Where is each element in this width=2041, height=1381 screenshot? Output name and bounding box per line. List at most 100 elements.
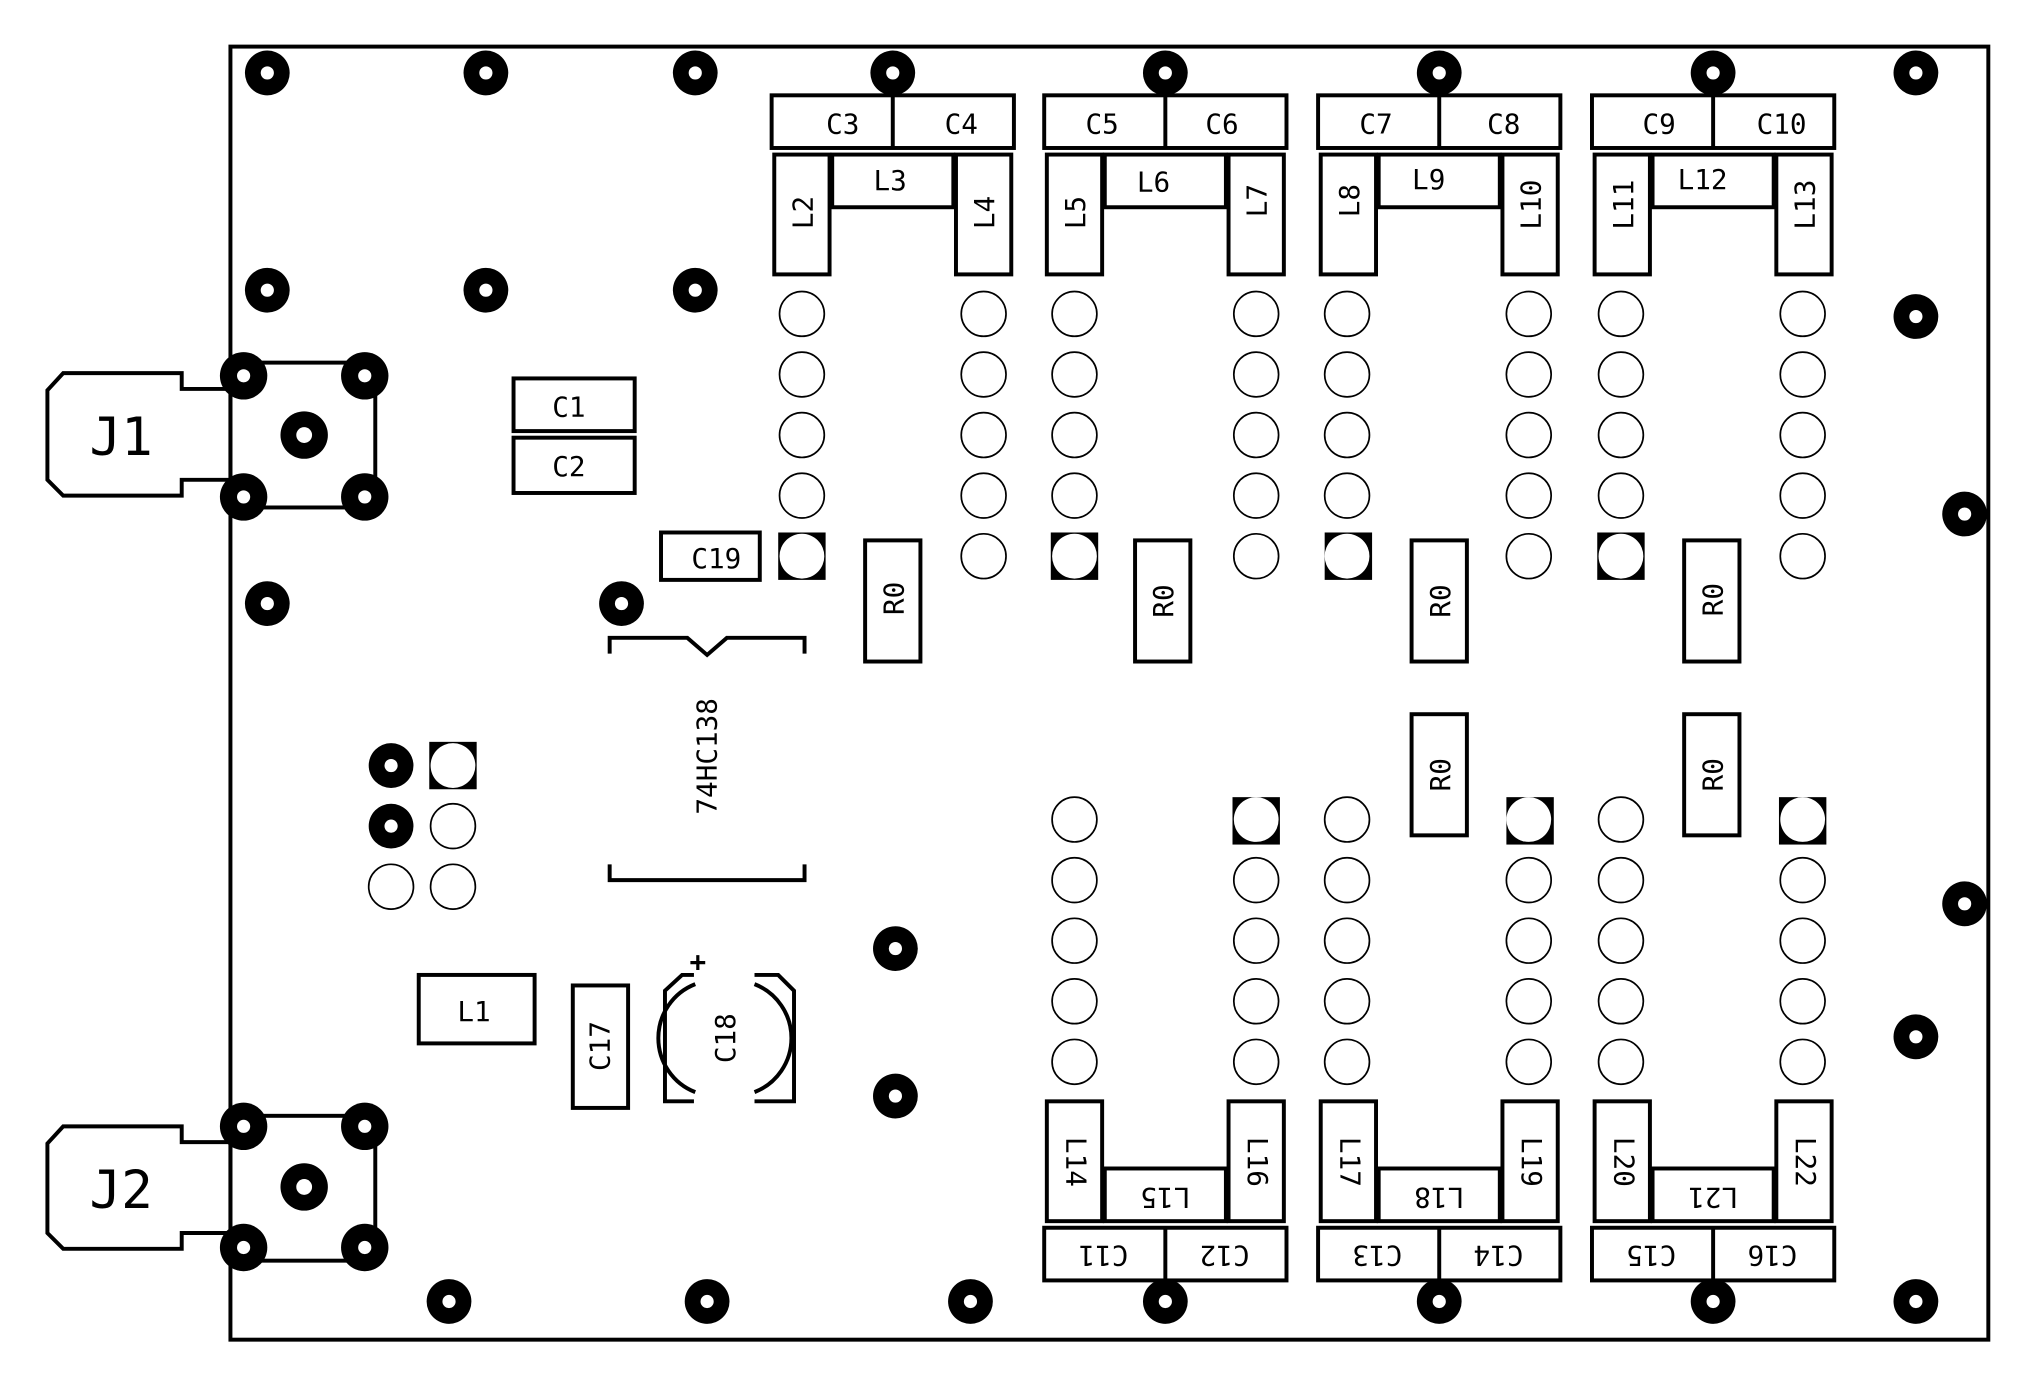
hole-center [358, 1240, 372, 1255]
label-r0: R0 [1696, 583, 1729, 616]
label-l1: L1 [457, 995, 490, 1028]
label-c9: C9 [1642, 108, 1675, 141]
pin-pad [1779, 411, 1826, 459]
label-c7: C7 [1359, 108, 1392, 141]
pin-pad [1323, 856, 1371, 904]
hole-center [700, 1294, 714, 1309]
label-c10: C10 [1757, 108, 1807, 141]
connector-j1 [45, 360, 378, 510]
pin-pad [1597, 917, 1645, 964]
label-l9: L9 [1412, 163, 1445, 196]
label-c1: C1 [552, 391, 585, 424]
pin-pad [1597, 1038, 1645, 1086]
pin-pad [1779, 290, 1826, 338]
label-r0: R0 [877, 582, 910, 615]
pin-pad [1323, 472, 1371, 519]
pin1-pad [430, 743, 476, 788]
hole-center [1432, 66, 1446, 80]
pin-pad [1051, 856, 1098, 904]
label-c16: C16 [1747, 1239, 1797, 1272]
pin-pad [960, 472, 1007, 519]
pin-pad [1597, 472, 1645, 519]
label-c2: C2 [552, 450, 585, 483]
label-l15: L15 [1140, 1181, 1190, 1214]
label-l3: L3 [873, 164, 906, 197]
hole-center [1958, 897, 1972, 911]
pin-pad [1779, 856, 1826, 904]
c17-outline [570, 983, 631, 1110]
pin-pad [1323, 978, 1371, 1025]
label-j1: J1 [89, 407, 152, 468]
label-l17: L17 [1333, 1137, 1366, 1187]
ic-74hc138-outline [607, 635, 807, 883]
hole-center [1909, 1294, 1923, 1309]
pin-pad [429, 802, 477, 850]
pin-pad [1323, 290, 1371, 338]
hole-center [963, 1294, 978, 1309]
pin-pad [1505, 1038, 1553, 1086]
pin-pad [1051, 796, 1098, 843]
label-l8: L8 [1333, 184, 1366, 217]
pin-pad [1232, 532, 1280, 580]
label-r0: R0 [1147, 584, 1180, 617]
label-c18: C18 [709, 1013, 742, 1063]
label-l5: L5 [1059, 196, 1092, 229]
label-c6: C6 [1205, 108, 1238, 141]
label-c14: C14 [1474, 1239, 1524, 1272]
pin1-pad [1324, 533, 1370, 579]
pin-pad [778, 290, 826, 338]
label-c11: C11 [1078, 1239, 1128, 1272]
label-l7: L7 [1241, 184, 1274, 217]
pin1-pad [1780, 797, 1826, 842]
pin-pad [1232, 856, 1280, 904]
pin-pad [1505, 472, 1553, 519]
label-c19: C19 [691, 542, 741, 575]
board-outline [228, 44, 1991, 1342]
hole-center [1158, 1294, 1172, 1309]
label-l19: L19 [1515, 1137, 1548, 1187]
pin-pad [1232, 411, 1280, 459]
pin1-pad [1598, 533, 1644, 579]
label-c18-plus: + [690, 945, 707, 978]
hole-center [296, 1179, 313, 1195]
pin-pad [1779, 351, 1826, 398]
pin-pad [1779, 532, 1826, 580]
r0-3-outline [1409, 538, 1469, 664]
pin-pad [1597, 856, 1645, 904]
pin-pad [1323, 796, 1371, 843]
pin-pad [1232, 351, 1280, 398]
hole-center [886, 66, 900, 80]
label-r0: R0 [1424, 758, 1457, 791]
hole-center [479, 283, 493, 297]
pin-pad [1051, 411, 1098, 459]
hole-center [237, 1119, 251, 1133]
label-j2: J2 [89, 1160, 152, 1221]
hole-center [688, 66, 702, 80]
label-l22: L22 [1789, 1137, 1822, 1187]
hole-center [442, 1294, 456, 1309]
hole-center [237, 1240, 251, 1255]
pin-pad [1597, 978, 1645, 1025]
hole-center [688, 283, 702, 297]
hole-center [1958, 507, 1972, 521]
pin-pad [1051, 290, 1098, 338]
pin-pad [1323, 351, 1371, 398]
label-c4: C4 [945, 108, 978, 141]
c19-outline [659, 530, 762, 582]
pin-pad [778, 351, 826, 398]
pin1-pad [1052, 533, 1097, 579]
pin-pad [1051, 472, 1098, 519]
r0-5-outline [1409, 712, 1469, 838]
label-l2: L2 [786, 196, 819, 229]
label-l6: L6 [1137, 165, 1170, 198]
filter-block-2-bottom [1042, 1099, 1289, 1283]
pin-pad [778, 472, 826, 519]
l1-outline [416, 972, 537, 1046]
label-c12: C12 [1200, 1239, 1250, 1272]
hole-center [1706, 66, 1720, 80]
pin-pad [1505, 856, 1553, 904]
pin-pad [1505, 290, 1553, 338]
pin-pad [1051, 1038, 1098, 1086]
label-l12: L12 [1678, 163, 1728, 196]
